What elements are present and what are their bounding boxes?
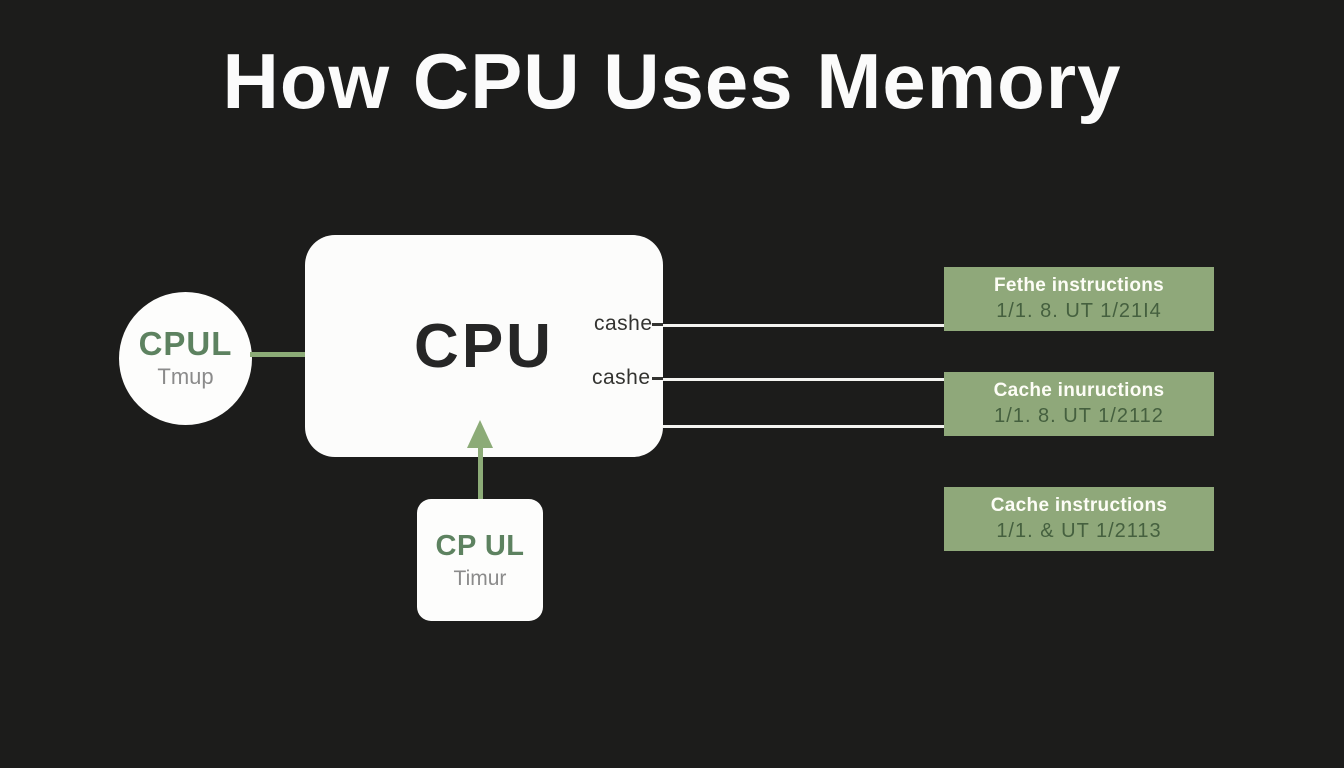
cpu-box-label: CPU [414,311,554,381]
cpu-input-circle-node: CPUL Tmup [119,292,252,425]
timer-box-subtitle: Timur [453,566,507,590]
timer-box-title: CP UL [435,529,525,562]
memory-block-3-title: Cache instructions [990,495,1168,517]
cpu-cache-port-dash-2 [652,377,663,380]
cpu-cache-port-dash-1 [652,323,663,326]
wire-cpu-to-memory-1 [663,324,944,327]
circle-node-subtitle: Tmup [157,364,214,390]
wire-cpu-to-memory-2 [663,378,944,381]
circle-node-title: CPUL [138,324,233,362]
cpu-timer-box: CP UL Timur [417,499,543,621]
memory-block-2: Cache inuructions 1/1. 8. UT 1/2112 [944,372,1214,436]
memory-block-3: Cache instructions 1/1. & UT 1/2113 [944,487,1214,551]
arrow-timer-to-cpu-shaft [478,446,483,499]
wire-cpu-to-memory-3 [663,425,944,428]
arrow-timer-to-cpu-head-icon [467,420,493,448]
memory-block-1-value: 1/1. 8. UT 1/21I4 [996,299,1162,322]
page-title: How CPU Uses Memory [222,37,1122,125]
cpu-cache-port-label-1: cashe [594,312,653,335]
arrow-circle-to-cpu-shaft [250,352,345,357]
memory-block-1-title: Fethe instructions [993,275,1165,297]
memory-block-2-title: Cache inuructions [993,380,1165,402]
cpu-cache-port-label-2: cashe [592,366,651,389]
memory-block-2-value: 1/1. 8. UT 1/2112 [994,404,1164,427]
memory-block-1: Fethe instructions 1/1. 8. UT 1/21I4 [944,267,1214,331]
memory-block-3-value: 1/1. & UT 1/2113 [996,519,1162,542]
